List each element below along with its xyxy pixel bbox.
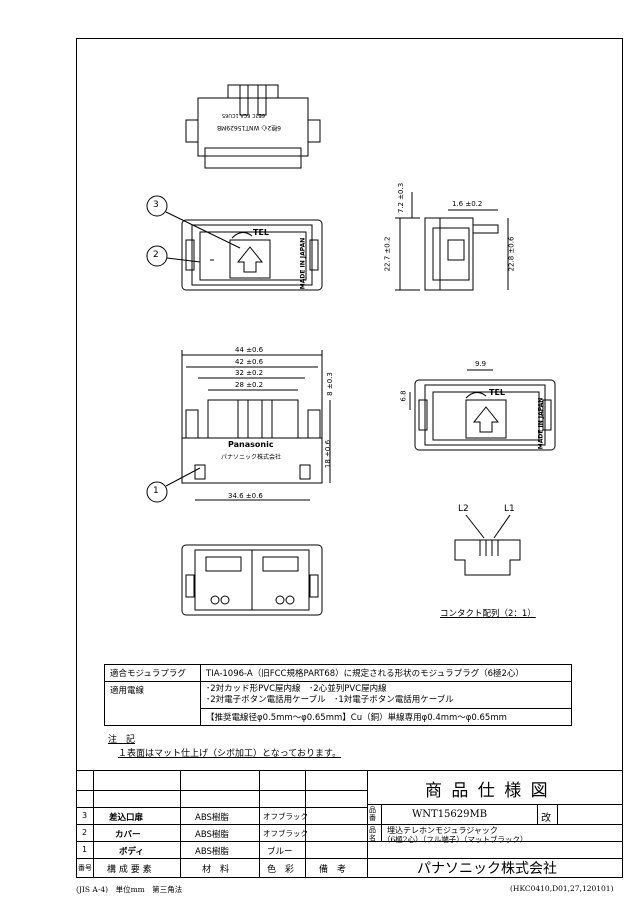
- spec-wire-line-1: ･2対カッド形PVC屋内線 ･2心並列PVC屋内線: [206, 684, 387, 694]
- part-2-color: オフブラック: [263, 829, 308, 838]
- part-2-name: カバー: [115, 830, 141, 840]
- contact-diagram: [454, 514, 521, 576]
- part-3-color: オフブラック: [263, 812, 308, 821]
- dim-7-2: 7.2 ±0.3: [397, 182, 406, 214]
- header-color: 色 彩: [267, 865, 295, 875]
- part-2-material: ABS樹脂: [195, 830, 229, 840]
- spec-plug-label: 適合モジュラプラグ: [104, 664, 201, 682]
- side-view: [395, 192, 509, 291]
- note-title: 注 記: [108, 735, 136, 745]
- dim-8: 8 ±0.3: [325, 372, 334, 396]
- footer-right: (HKC0410,D01,27,120101): [510, 884, 614, 893]
- part-1-name: ボディ: [119, 847, 144, 857]
- dim-6-8: 6.8: [399, 390, 408, 402]
- top-view-marking: 6極2心 WNT15629MB: [217, 124, 282, 131]
- part-2-no: 2: [82, 828, 88, 837]
- callout-2-label: 2: [153, 250, 159, 260]
- product-name-1: 埋込テレホンモジュラジャック: [387, 826, 498, 835]
- rear-view: [181, 544, 323, 616]
- note-text: １表面はマット仕上げ（シボ加工）となっております。: [118, 749, 342, 759]
- callout-1-label: 1: [153, 486, 159, 496]
- dim-22-7: 22.7 ±0.2: [383, 236, 392, 272]
- made-in-japan-label: MADE IN JAPAN: [299, 237, 307, 290]
- top-view: [185, 84, 321, 169]
- spec-wire-types: ･2対カッド形PVC屋内線 ･2心並列PVC屋内線 ･2対電子ボタン電話用ケーブ…: [200, 681, 572, 709]
- spec-wire-line-3: 【推奨電線径φ0.5mm～φ0.65mm】Cu（銅）単線専用φ0.4mm～φ0.…: [200, 708, 572, 726]
- hin-ban-label: 品番: [369, 806, 376, 822]
- part-3-no: 3: [82, 811, 88, 820]
- dim-42: 42 ±0.6: [235, 358, 264, 366]
- spec-wire-label: 適用電線: [104, 681, 201, 726]
- drawing-frame: [76, 38, 623, 878]
- plan-view: [181, 350, 331, 501]
- contact-l2-label: L2: [458, 504, 469, 514]
- title-block: 3 差込口扉 ABS樹脂 オフブラック 2 カバー ABS樹脂 オフブラック 1…: [77, 770, 622, 877]
- front-view: [181, 219, 323, 291]
- dim-9-9: 9.9: [475, 360, 487, 368]
- dim-28: 28 ±0.2: [235, 381, 264, 389]
- tel-label-2: TEL: [489, 388, 506, 397]
- callout-1-circle: [146, 481, 168, 503]
- part-1-material: ABS樹脂: [195, 847, 229, 857]
- header-material: 材 料: [202, 865, 230, 875]
- dim-32: 32 ±0.2: [235, 369, 264, 377]
- dim-1-6: 1.6 ±0.2: [452, 200, 483, 208]
- part-number: WNT15629MB: [412, 809, 488, 820]
- kai-label: 改: [541, 813, 551, 824]
- dim-22-8: 22.8 ±0.6: [507, 236, 516, 272]
- right-front-view: [409, 369, 556, 451]
- dim-44: 44 ±0.6: [235, 346, 264, 354]
- spec-table: 適合モジュラプラグ TIA-1096-A（旧FCC規格PART68）に規定される…: [104, 664, 572, 726]
- callout-3-circle: [146, 195, 168, 217]
- contact-l1-label: L1: [504, 504, 515, 514]
- footer-left: (JIS A-4) 単位mm 第三角法: [76, 885, 183, 894]
- top-view-marking-2: 6E2C 6CA 1CU65: [222, 112, 265, 118]
- company-name: パナソニック株式会社: [417, 861, 557, 877]
- header-no: 番号: [78, 864, 92, 872]
- doc-title: 商 品 仕 様 図: [425, 781, 550, 801]
- product-name-2: （6極2心）（フル端子）（マットブラック）: [383, 835, 528, 844]
- part-1-no: 1: [82, 845, 88, 854]
- dim-18: 18 ±0.6: [324, 439, 333, 469]
- brand-logo: Panasonic: [228, 440, 274, 449]
- part-3-material: ABS樹脂: [195, 813, 229, 823]
- hin-mei-label: 品名: [369, 826, 376, 842]
- spec-wire-line-2: ･2対電子ボタン電話用ケーブル ･1対電子ボタン電話用ケーブル: [206, 695, 454, 705]
- header-name: 構 成 要 素: [107, 865, 152, 875]
- part-3-name: 差込口扉: [109, 813, 144, 823]
- callout-3-label: 3: [153, 200, 159, 210]
- tel-label: TEL: [253, 228, 270, 237]
- callout-2-circle: [146, 245, 168, 267]
- dim-34-6: 34.6 ±0.6: [228, 492, 263, 500]
- made-in-japan-label-2: MADE IN JAPAN: [537, 397, 545, 450]
- brand-kana: パナソニック株式会社: [221, 454, 282, 461]
- header-remarks: 備 考: [319, 865, 347, 875]
- contact-caption: コンタクト配列（2：1）: [440, 609, 536, 619]
- part-1-color: ブルー: [267, 847, 293, 857]
- spec-plug-value: TIA-1096-A（旧FCC規格PART68）に規定される形状のモジュラプラグ…: [200, 664, 572, 682]
